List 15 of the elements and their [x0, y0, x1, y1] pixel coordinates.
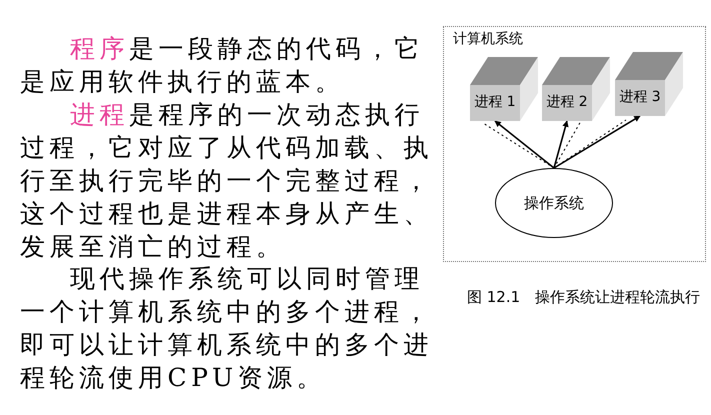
figure-caption: 图 12.1 操作系统让进程轮流执行	[467, 288, 700, 307]
process-cube: 进程 3	[615, 52, 683, 116]
frame-heading: 计算机系统	[453, 30, 523, 48]
os-ellipse: 操作系统	[495, 168, 613, 238]
dotted-line	[554, 120, 582, 168]
arrow	[553, 120, 569, 168]
arrow	[494, 120, 554, 169]
process-cube: 进程 1	[470, 57, 538, 121]
paragraph-text: 进程是程序的一次动态执行过程，它对应了从代码加载、执行至执行完毕的一个完整过程，这个过程也是进程本身从产生、发展至消亡的过程。	[20, 99, 434, 263]
paragraph-text: 现代操作系统可以同时管理一个计算机系统中的多个进程，即可以让计算机系统中的多个进程轮流使用CPU资源。	[20, 263, 434, 394]
arrow	[554, 115, 641, 169]
process-cube: 进程 2	[542, 57, 610, 121]
dotted-line	[482, 122, 554, 168]
paragraph-text: 程序是一段静态的代码，它是应用软件执行的蓝本。	[20, 33, 425, 98]
system-frame	[443, 26, 706, 262]
